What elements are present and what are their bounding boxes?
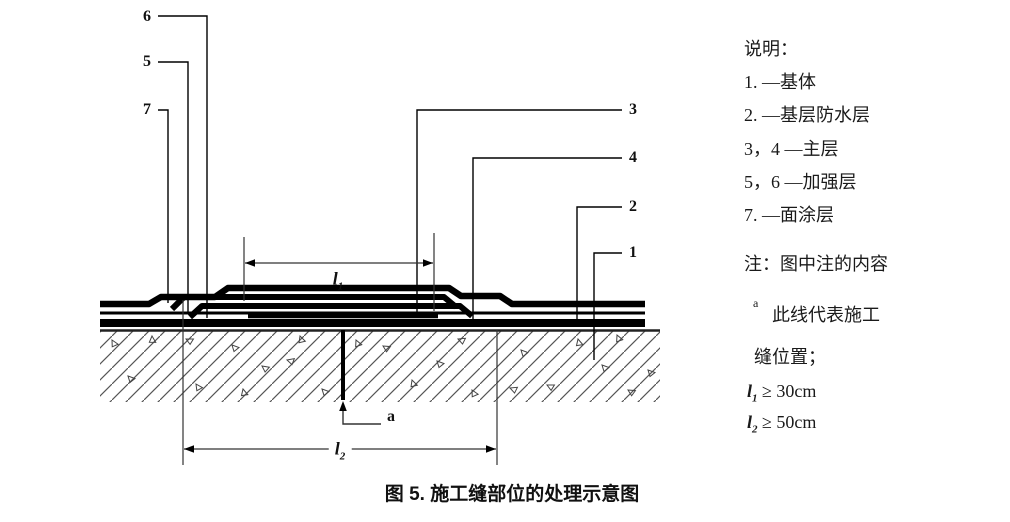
note-l1-symbol: l	[747, 381, 753, 401]
callout-7: 7	[143, 101, 151, 118]
dim-l2-symbol: l	[334, 438, 340, 459]
leader-6	[158, 15, 208, 318]
note-l2-subscript: 2	[752, 423, 758, 436]
note-l2-symbol: l	[747, 412, 753, 432]
note-body-line2: 缝位置；	[754, 347, 826, 367]
note-l2-rule: l2 ≥ 50cm	[747, 411, 816, 441]
dim-l1-subscript: 1	[337, 280, 344, 293]
leader-1	[593, 252, 622, 360]
note-body-line1: 此线代表施工	[772, 305, 880, 325]
note-l1-rule: l1 ≥ 30cm	[747, 380, 816, 410]
legend-item-5: 7. —面涂层	[744, 205, 834, 225]
note-heading: 注：图中注的内容	[744, 254, 888, 274]
substrate-hatch	[100, 331, 660, 402]
figure-caption: 图 5. 施工缝部位的处理示意图	[384, 484, 640, 505]
leader-5	[158, 61, 189, 312]
joint-pointer	[339, 401, 381, 425]
dim-label-l2: l2	[328, 438, 352, 463]
leader-2	[576, 206, 622, 327]
leader-3	[416, 109, 622, 318]
dimension-l1	[243, 233, 435, 311]
layer-stack	[100, 284, 645, 327]
legend-item-3: 3，4 —主层	[744, 139, 839, 159]
dim-label-l1: l1	[333, 270, 344, 293]
note-marker-a: a	[753, 296, 759, 310]
legend-item-4: 5，6 —加强层	[744, 172, 857, 192]
callout-4: 4	[629, 149, 637, 166]
note-l1-subscript: 1	[752, 392, 758, 405]
callout-2: 2	[629, 198, 637, 215]
legend-item-1: 1. —基体	[744, 72, 816, 92]
leader-7	[158, 109, 169, 303]
leader-lines	[158, 15, 622, 360]
joint-marker-label: a	[387, 408, 395, 425]
dimension-l2-arrows	[184, 445, 496, 453]
dim-l1-symbol: l	[332, 268, 338, 289]
legend-item-2: 2. —基层防水层	[744, 105, 870, 125]
callout-3: 3	[629, 101, 637, 118]
leader-4	[472, 157, 622, 322]
callout-6: 6	[143, 8, 151, 25]
legend-title: 说明：	[744, 39, 798, 59]
dimension-l1-arrows	[245, 259, 433, 267]
dim-l2-subscript: 2	[339, 450, 346, 463]
note-l2-value: ≥ 50cm	[762, 412, 817, 432]
callout-1: 1	[629, 244, 637, 261]
callout-5: 5	[143, 53, 151, 70]
note-l1-value: ≥ 30cm	[762, 381, 817, 401]
